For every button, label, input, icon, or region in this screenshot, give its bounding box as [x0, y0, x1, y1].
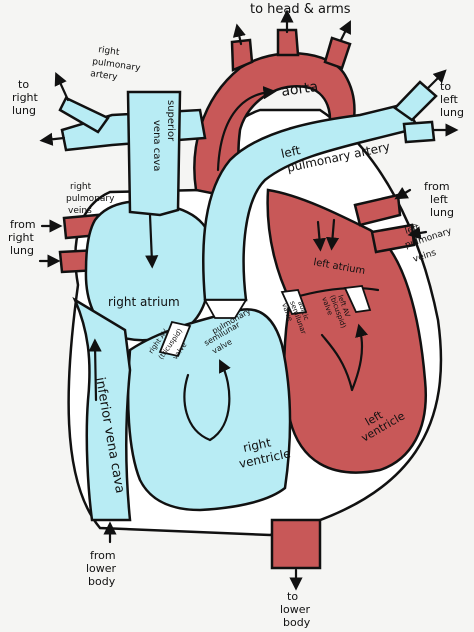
superior-vena-cava	[126, 90, 182, 217]
svg-text:left: left	[440, 93, 459, 106]
svg-text:right: right	[98, 45, 121, 58]
flow-arrow-la-2	[325, 218, 340, 251]
svg-text:superior: superior	[165, 100, 176, 142]
label-superior-vena-cava: superior vena cava	[151, 100, 176, 171]
svg-text:to: to	[440, 80, 451, 93]
svg-text:to: to	[18, 78, 29, 91]
descending-aorta	[270, 518, 322, 570]
svg-text:right: right	[70, 182, 92, 192]
svg-text:lung: lung	[12, 104, 36, 117]
arrow-to-head-left	[232, 23, 246, 46]
flow-arrow-aorta	[216, 86, 277, 172]
right-pulmonary-branch-upper	[58, 96, 110, 134]
right-av-valve-flap	[158, 320, 192, 358]
svg-text:lower: lower	[86, 562, 117, 575]
svg-text:body: body	[88, 575, 116, 588]
label-right-atrium: right atrium	[108, 295, 180, 309]
svg-text:artery: artery	[90, 69, 119, 83]
svg-text:from: from	[424, 180, 450, 193]
arrow-to-left-lung-upper	[426, 69, 447, 90]
left-pulmonary-vein-lower	[370, 223, 416, 254]
svg-text:lung: lung	[440, 106, 464, 119]
label-to-lower-body: to lower body	[280, 590, 311, 629]
svg-text:from: from	[10, 218, 36, 231]
label-right-pulmonary-veins: right pulmonary veins	[66, 182, 115, 216]
arrow-to-right-lung-lower	[39, 132, 66, 146]
label-from-lower-body: from lower body	[86, 549, 117, 588]
label-aorta: aorta	[280, 79, 319, 100]
left-pulmonary-vein-upper	[353, 193, 402, 227]
label-right-ventricle: right ventricle	[238, 435, 292, 471]
svg-text:vena cava: vena cava	[151, 120, 162, 171]
aorta-branch-2	[276, 28, 300, 57]
svg-text:right: right	[8, 231, 35, 244]
svg-text:right: right	[12, 91, 39, 104]
arrow-to-right-lung-upper	[54, 71, 70, 102]
svg-text:to: to	[287, 590, 298, 603]
flow-arrow-lv	[320, 330, 362, 392]
flow-arrow-svc	[145, 213, 159, 269]
svg-text:left: left	[404, 223, 421, 237]
label-right-pulmonary-artery: right pulmonary artery	[90, 45, 142, 83]
svg-text:left: left	[280, 143, 302, 161]
svg-text:lower: lower	[280, 603, 311, 616]
left-pulmonary-branch-lower	[402, 120, 436, 144]
aortic-valve-flap	[280, 289, 308, 315]
svg-text:right: right	[242, 435, 273, 455]
label-to-head-arms: to head & arms	[250, 2, 351, 17]
pulmonary-valve-flap	[203, 299, 248, 319]
svg-text:veins: veins	[68, 206, 92, 216]
inferior-vena-cava	[72, 296, 132, 522]
arrow-to-head-right	[339, 20, 351, 42]
arrow-from-left-lung-upper	[394, 186, 412, 200]
label-from-left-lung: from left lung	[424, 180, 454, 219]
left-av-valve-flap	[343, 285, 372, 313]
svg-text:from: from	[90, 549, 116, 562]
label-from-right-lung: from right lung	[8, 218, 36, 257]
aorta-branch-1	[230, 38, 254, 72]
aorta-branch-3	[323, 36, 352, 70]
svg-text:left: left	[430, 193, 449, 206]
svg-text:lung: lung	[430, 206, 454, 219]
svg-text:pulmonary: pulmonary	[66, 194, 115, 204]
flow-arrow-rv	[183, 365, 229, 442]
arrow-from-left-lung-lower	[407, 226, 428, 240]
svg-text:lung: lung	[10, 244, 34, 257]
svg-text:body: body	[283, 616, 311, 629]
label-to-right-lung: to right lung	[12, 78, 39, 117]
left-pulmonary-branch-upper	[393, 80, 438, 122]
label-to-left-lung: to left lung	[440, 80, 464, 119]
flow-arrow-la-1	[312, 220, 327, 252]
flow-arrow-ivc	[88, 338, 102, 402]
